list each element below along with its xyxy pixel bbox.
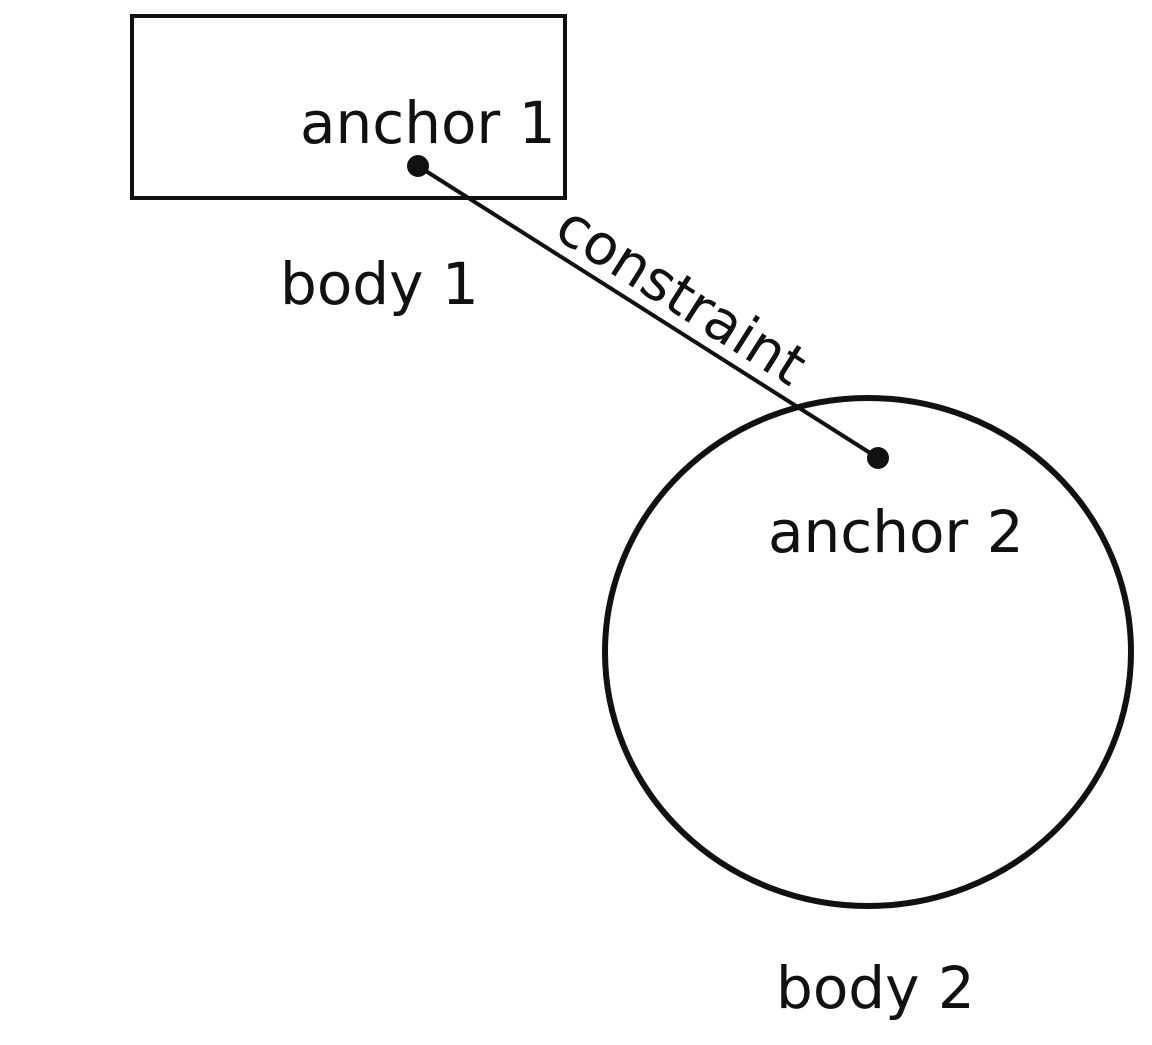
body-2-circle <box>602 395 1134 909</box>
constraint-line <box>416 164 880 460</box>
constraint-label: constraint <box>544 193 817 399</box>
anchor-1-point <box>407 155 429 177</box>
anchor-1-label: anchor 1 <box>300 89 556 157</box>
anchor-2-point <box>867 447 889 469</box>
body-1-label: body 1 <box>280 250 479 318</box>
anchor-2-label: anchor 2 <box>768 498 1024 566</box>
body-2-label: body 2 <box>776 954 975 1022</box>
body-1-rectangle <box>130 14 567 200</box>
